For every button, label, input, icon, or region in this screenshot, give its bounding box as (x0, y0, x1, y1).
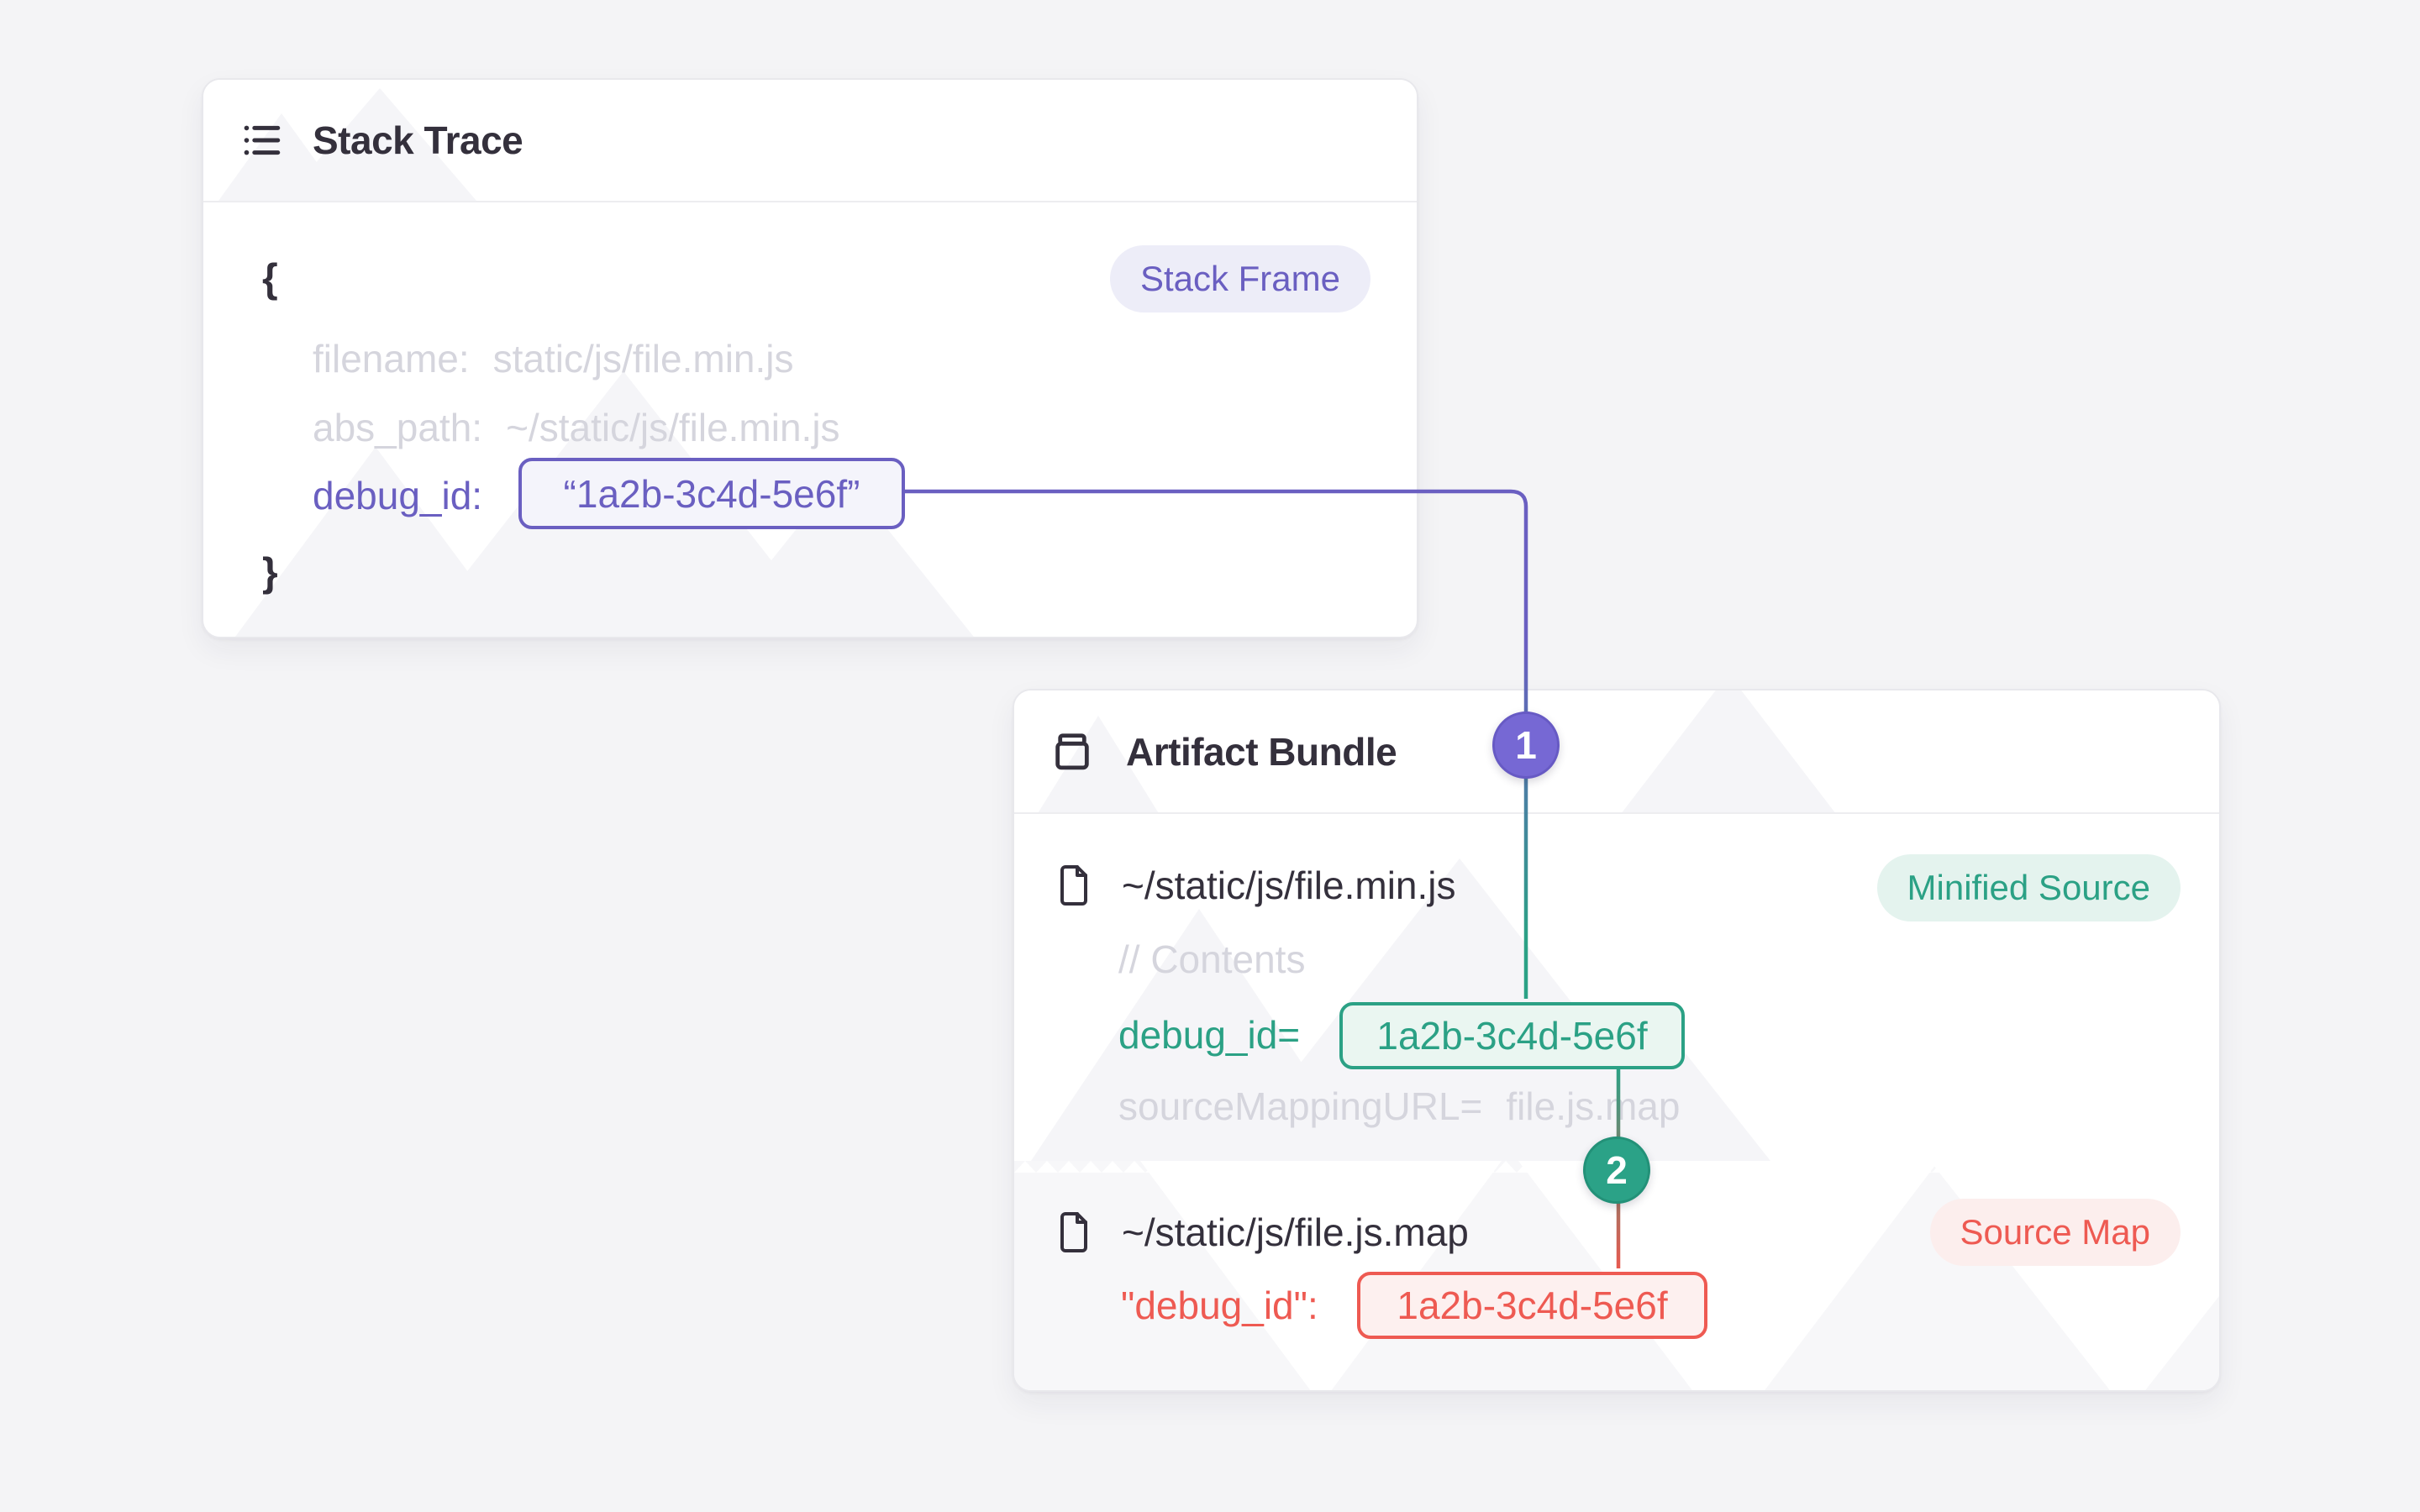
file-row-minified: ~/static/js/file.min.js (1054, 863, 1456, 908)
srcmap-key: sourceMappingURL= (1118, 1084, 1483, 1128)
stack-trace-card-header: Stack Trace (203, 80, 1417, 202)
contents-comment-text: // Contents (1118, 937, 1306, 981)
artifact-bundle-card: Artifact Bundle ~/static/js/file.min.js … (1013, 689, 2221, 1392)
archive-icon (1050, 730, 1094, 774)
artifact-bundle-title: Artifact Bundle (1126, 729, 1397, 774)
code-line-filename: filename: static/js/file.min.js (313, 336, 794, 381)
code-line-open-brace: { (262, 256, 278, 302)
debug-id-chip-sourcemap: 1a2b-3c4d-5e6f (1357, 1272, 1707, 1339)
file-row-sourcemap: ~/static/js/file.js.map (1054, 1210, 1469, 1255)
code-line-source-mapping-url: sourceMappingURL= file.js.map (1118, 1084, 1680, 1129)
code-line-debug-id: debug_id: (313, 473, 482, 518)
artifact-bundle-card-header: Artifact Bundle (1014, 690, 2219, 814)
code-line-debug-id-sourcemap: "debug_id": (1121, 1283, 1318, 1328)
step-circle-2: 2 (1583, 1137, 1650, 1204)
code-line-close-brace: } (262, 550, 278, 596)
contents-comment: // Contents (1118, 937, 1305, 982)
debug-id-key-sourcemap: "debug_id": (1121, 1284, 1318, 1327)
stack-trace-card: Stack Trace Stack Frame { filename: stat… (202, 78, 1418, 638)
close-brace: } (262, 550, 278, 596)
srcmap-value: file.js.map (1506, 1084, 1681, 1128)
abs-path-key: abs_path: (313, 406, 483, 449)
filename-value: static/js/file.min.js (492, 337, 794, 381)
filename-key: filename: (313, 337, 470, 381)
mountain-decoration (1535, 690, 1922, 812)
stack-trace-title: Stack Trace (313, 118, 523, 162)
file-icon (1054, 1210, 1094, 1254)
file-icon (1054, 864, 1094, 907)
debug-id-chip-minified: 1a2b-3c4d-5e6f (1339, 1002, 1685, 1069)
stack-frame-badge: Stack Frame (1109, 245, 1370, 312)
minified-file-name: ~/static/js/file.min.js (1122, 864, 1456, 907)
debug-id-key: debug_id: (313, 474, 483, 517)
minified-source-badge: Minified Source (1876, 854, 2181, 921)
debug-id-key-minified: debug_id= (1118, 1013, 1301, 1057)
open-brace: { (262, 256, 278, 302)
debug-id-chip-stack: “1a2b-3c4d-5e6f” (518, 458, 905, 529)
abs-path-value: ~/static/js/file.min.js (506, 406, 840, 449)
mountain-decoration (1930, 1161, 2219, 1390)
sourcemap-file-name: ~/static/js/file.js.map (1122, 1210, 1469, 1254)
code-line-abs-path: abs_path: ~/static/js/file.min.js (313, 405, 840, 450)
source-map-badge: Source Map (1929, 1199, 2181, 1266)
list-icon (241, 119, 283, 161)
code-line-debug-id-minified: debug_id= (1118, 1012, 1300, 1058)
step-circle-1: 1 (1492, 711, 1560, 779)
